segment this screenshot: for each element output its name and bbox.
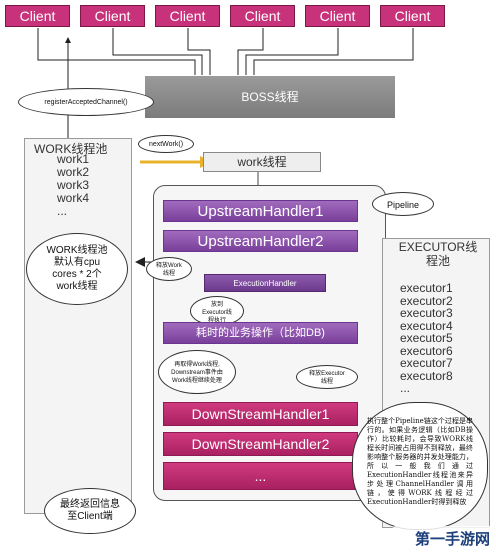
to-executor-bubble: 放到 Executor线 程执行 [190, 296, 244, 326]
note-line: cores * 2个 [52, 269, 102, 280]
reacquire-work-bubble: 再取得Work线程, Downstream事件由 Work线程继续处理 [158, 350, 236, 394]
note-line: work线程 [56, 281, 98, 292]
executor-item: executor5 [400, 331, 453, 345]
note-line: 最终返回信息 [60, 499, 120, 510]
executor-item: ... [400, 381, 411, 395]
watermark: 第一手游网 [392, 526, 494, 554]
executor-item: executor1 [400, 281, 453, 295]
executor-item: executor3 [400, 306, 453, 320]
note-line: Downstream事件由 [171, 370, 223, 376]
note-line: 默认有cpu [53, 257, 101, 268]
downstream-handler-more: ... [163, 462, 358, 490]
executor-item: executor4 [400, 318, 453, 333]
title-line: EXECUTOR线 [398, 240, 478, 254]
explanation-note-bubble: 执行整个Pipeline链这个过程是串行的。如果业务逻辑（比如DB操作）比较耗时… [352, 402, 488, 530]
work-item: work4 [57, 191, 90, 205]
note-line: 至Client端 [67, 511, 113, 522]
note-line: 释放Executor [309, 371, 345, 377]
downstream-handler-1: DownStreamHandler1 [163, 402, 358, 426]
note-line: WORK线程池 [46, 245, 108, 256]
client-2-line [112, 28, 203, 75]
note-line: 程执行 [207, 318, 226, 324]
executor-item: executor2 [400, 293, 453, 308]
pipeline-bubble: Pipeline [372, 192, 434, 216]
executor-item: executor6 [400, 343, 453, 358]
business-operation-box: 耗时的业务操作（比如DB) [163, 322, 358, 344]
note-line: Executor线 [202, 310, 232, 316]
downstream-handler-2: DownStreamHandler2 [163, 432, 358, 456]
note-line: 再取得Work线程, [174, 362, 220, 368]
note-line: 线程 [162, 271, 175, 277]
work-item: ... [57, 204, 68, 218]
work-pool-list: work1 work2 work3 work4 ... [57, 153, 89, 218]
next-work-bubble: nextWork() [138, 135, 194, 153]
client-4-line [237, 28, 264, 75]
client-box-2: Client [80, 5, 145, 27]
title-line: 程池 [425, 254, 450, 268]
work-pool-panel [24, 138, 132, 514]
note-line: 释放Work [156, 263, 182, 269]
execution-handler-box: ExecutionHandler [204, 274, 326, 292]
boss-thread-box: BOSS线程 [145, 76, 395, 118]
work-pool-title: WORK线程池 [34, 142, 108, 156]
register-channel-bubble: registerAcceptedChannel() [18, 88, 154, 116]
release-executor-bubble: 释放Executor 线程 [296, 365, 358, 389]
release-work-arrowhead [135, 257, 145, 267]
release-work-bubble: 释放Work 线程 [146, 257, 192, 281]
work-thread-box: work线程 [203, 152, 321, 172]
note-line: 线程 [320, 379, 333, 385]
client-box-3: Client [155, 5, 220, 27]
client-box-4: Client [230, 5, 295, 27]
client-1-line [37, 28, 196, 75]
executor-pool-title: EXECUTOR线 程池 [390, 240, 486, 268]
client-box-5: Client [305, 5, 370, 27]
return-to-client-bubble: 最终返回信息 至Client端 [44, 488, 136, 534]
note-line: 放到 [210, 302, 223, 308]
upstream-handler-2: UpstreamHandler2 [163, 230, 358, 252]
client-3-line [187, 28, 211, 75]
work-item: work3 [57, 178, 90, 192]
work-pool-note-bubble: WORK线程池 默认有cpu cores * 2个 work线程 [26, 233, 128, 305]
client-5-line [245, 28, 339, 75]
executor-pool-list: executor1 executor2 executor3 executor4 … [400, 282, 453, 395]
work-item: work1 [57, 152, 90, 166]
work-item: work2 [57, 165, 90, 179]
executor-item: executor8 [400, 368, 453, 383]
note-line: Work线程继续处理 [172, 378, 222, 384]
upstream-handler-1: UpstreamHandler1 [163, 200, 358, 222]
client-6-line [253, 28, 414, 75]
client-box-6: Client [380, 5, 445, 27]
client-box-1: Client [5, 5, 70, 27]
executor-item: executor7 [400, 356, 453, 370]
